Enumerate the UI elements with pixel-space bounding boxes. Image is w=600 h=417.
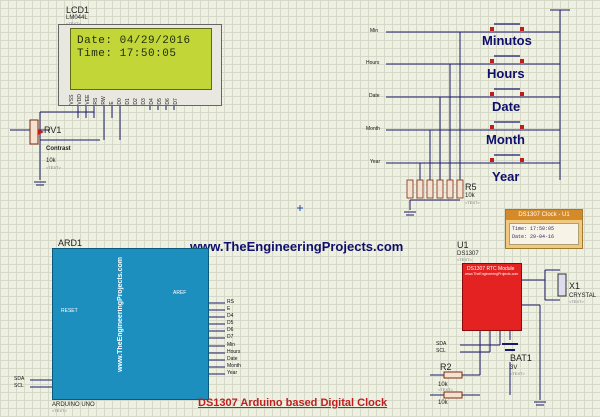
rtc-text-tag: <TEXT> xyxy=(457,257,472,262)
arduino-aref-label: AREF xyxy=(173,290,187,296)
website-banner: www.TheEngineeringProjects.com xyxy=(190,239,404,254)
ard-pin-hours: Hours xyxy=(227,349,241,355)
crystal-text-tag: <TEXT> xyxy=(569,299,584,304)
project-caption: DS1307 Arduino based Digital Clock xyxy=(198,397,388,409)
arduino-website: www.TheEngineeringProjects.com xyxy=(117,257,124,372)
ard-pin-min: Min xyxy=(227,342,236,348)
lcd-line-2: Time: 17:50:05 xyxy=(77,48,177,60)
battery-value: 3V xyxy=(510,365,518,371)
minutos-button[interactable]: Minutos xyxy=(482,33,532,48)
lcd-pin-label: RW xyxy=(101,96,107,105)
date-button[interactable]: Date xyxy=(492,99,521,114)
clock-popup[interactable]: DS1307 Clock - U1 Time: 17:50:05 Date: 2… xyxy=(505,209,583,249)
lcd-pin-label: E xyxy=(109,101,115,105)
r2-value: 10k xyxy=(438,382,448,388)
ard-pin-year: Year xyxy=(227,370,238,376)
lcd-model: LM044L xyxy=(66,15,88,21)
lcd-pin-label: RS xyxy=(93,97,99,105)
ard-pin-date: Date xyxy=(227,356,238,362)
year-button[interactable]: Year xyxy=(492,169,520,184)
ard-pin-d4: D4 xyxy=(227,313,234,319)
rtc-pin-sda: SDA xyxy=(436,341,447,347)
battery-ref: BAT1 xyxy=(510,353,532,363)
net-min: Min xyxy=(370,28,379,34)
ard-pin-d6: D6 xyxy=(227,327,234,333)
arduino-uno-board[interactable]: www.TheEngineeringProjects.com RESET ARE… xyxy=(52,248,209,400)
resistor-bank-value: 10k xyxy=(465,193,475,199)
pot-text-tag: <TEXT> xyxy=(46,165,61,170)
crystal-label: CRYSTAL xyxy=(569,293,597,299)
ard-pin-e: E xyxy=(227,306,231,312)
net-date: Date xyxy=(369,93,380,99)
net-year: Year xyxy=(370,159,381,165)
pot-ref: RV1 xyxy=(44,125,62,135)
popup-date: Date: 29-04-16 xyxy=(512,234,555,240)
rtc-pin-scl: SCL xyxy=(436,348,446,354)
lcd-pin-label: D4 xyxy=(149,98,155,105)
lcd-pin-label: D2 xyxy=(133,98,139,105)
lcd-pin-label: D6 xyxy=(165,98,171,105)
lcd-pin-label: D0 xyxy=(117,98,123,105)
lcd-pin-label: D7 xyxy=(173,98,179,105)
rtc-title: DS1307 RTC Module xyxy=(467,266,515,272)
lcd-pin-label: VDD xyxy=(77,94,83,105)
lcd-pin-label: D1 xyxy=(125,98,131,105)
lcd-text-tag: <TEXT> xyxy=(66,22,81,26)
lcd-pin-label: D3 xyxy=(141,98,147,105)
hours-button[interactable]: Hours xyxy=(487,66,525,81)
lcd-pin-label: VEE xyxy=(85,94,91,105)
arduino-ref: ARD1 xyxy=(58,238,83,248)
arduino-text-tag: <TEXT> xyxy=(52,408,67,413)
net-hours: Hours xyxy=(366,60,380,66)
resistor-bank-ref: R5 xyxy=(465,182,477,192)
arduino-name: ARDUINO UNO xyxy=(52,402,95,408)
ard-pin-d5: D5 xyxy=(227,320,234,326)
popup-title: DS1307 Clock - U1 xyxy=(506,210,582,220)
pot-label: Contrast xyxy=(46,146,71,152)
ard-pin-sda: SDA xyxy=(14,376,25,382)
crystal-ref: X1 xyxy=(569,281,581,291)
ard-pin-month: Month xyxy=(227,363,241,369)
r2-text-tag: <TEXT> xyxy=(438,387,453,392)
month-button[interactable]: Month xyxy=(486,132,525,147)
lcd-pin-label: D5 xyxy=(157,98,163,105)
rtc-site: www.TheEngineeringProjects.com xyxy=(465,272,519,276)
resistor-bank-text-tag: <TEXT> xyxy=(465,200,480,205)
lcd-pin-label: VSS xyxy=(69,94,75,105)
popup-time: Time: 17:50:05 xyxy=(512,226,555,232)
lcd-pin-labels: VSS VDD VEE RS RW E D0 D1 D2 D3 D4 D5 D6… xyxy=(69,94,181,105)
ard-pin-d7: D7 xyxy=(227,334,234,340)
rtc-ref: U1 xyxy=(457,240,469,250)
battery-text-tag: <TEXT> xyxy=(510,371,525,376)
net-month: Month xyxy=(366,126,380,132)
lcd-line-1: Date: 04/29/2016 xyxy=(77,35,191,47)
arduino-reset-label: RESET xyxy=(61,308,78,314)
pot-value: 10k xyxy=(46,158,56,164)
r2-ref: R2 xyxy=(440,362,452,372)
popup-body: Time: 17:50:05 Date: 29-04-16 xyxy=(509,223,579,245)
ard-pin-rs: RS xyxy=(227,299,234,305)
rtc-part: DS1307 xyxy=(457,251,479,257)
ds1307-rtc-module[interactable]: DS1307 RTC Module www.TheEngineeringProj… xyxy=(462,263,522,331)
lcd-screen: Date: 04/29/2016 Time: 17:50:05 xyxy=(70,28,212,90)
ard-pin-scl: SCL xyxy=(14,383,24,389)
lcd-ref: LCD1 xyxy=(66,5,90,15)
r3-value: 10k xyxy=(438,400,448,406)
